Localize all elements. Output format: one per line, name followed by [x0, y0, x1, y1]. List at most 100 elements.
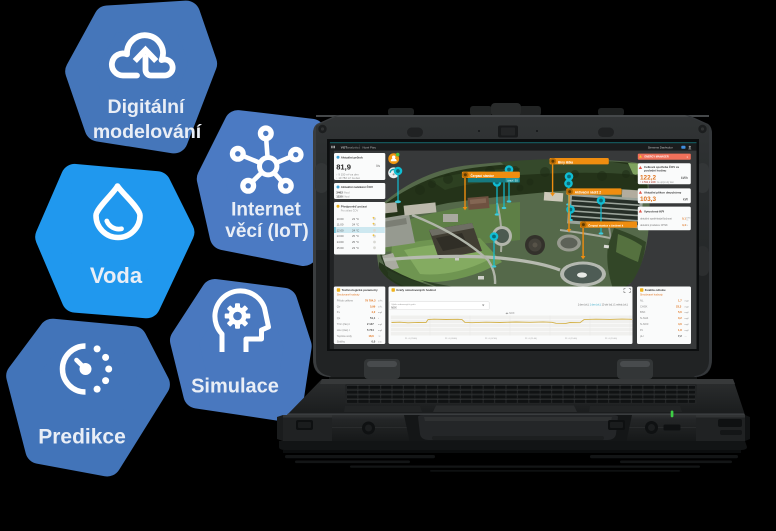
svg-text:Simulované hodnoty: Simulované hodnoty	[640, 293, 663, 296]
svg-text:pH: pH	[640, 334, 643, 338]
svg-text:5 744: 5 744	[367, 328, 374, 332]
svg-text:103,3: 103,3	[640, 196, 656, 203]
svg-text:1 den (vč.) 1 den (vč.) 10 d: 1 den (vč.) 1 den (vč.) 10 dní (vč.) 1 m…	[578, 304, 628, 307]
svg-text:mg/l: mg/l	[685, 312, 690, 314]
svg-text:23 °C: 23 °C	[352, 246, 359, 250]
svg-text:51,1: 51,1	[370, 316, 376, 320]
svg-text:mg/l: mg/l	[685, 324, 690, 326]
svg-text:NL: NL	[640, 298, 644, 302]
svg-text:1,7: 1,7	[678, 298, 682, 302]
svg-text:ENERGY MANAGER: ENERGY MANAGER	[645, 156, 669, 159]
svg-text:poslední hodinu: poslední hodinu	[644, 168, 667, 172]
svg-text:10:00: 10:00	[337, 217, 344, 221]
svg-text:13:00: 13:00	[337, 234, 344, 238]
svg-text:m³/h: m³/h	[378, 299, 383, 302]
svg-text:CHSK: CHSK	[640, 304, 648, 308]
svg-text:-◆- NOX: -◆- NOX	[505, 312, 515, 315]
svg-text:Biny látka: Biny látka	[558, 160, 573, 164]
svg-text:m³: m³	[686, 219, 689, 222]
svg-text:5,99: 5,99	[370, 304, 376, 308]
svg-text:VOTanalytics: VOTanalytics	[341, 146, 361, 150]
svg-text:81,9: 81,9	[336, 162, 351, 171]
svg-text:Hox (čas) t: Hox (čas) t	[337, 328, 350, 332]
svg-text:22. 4. (11:00): 22. 4. (11:00)	[525, 338, 537, 340]
svg-text:23 °C: 23 °C	[352, 217, 359, 221]
svg-text:23,3: 23,3	[676, 304, 682, 308]
svg-text:Simulované hodnoty: Simulované hodnoty	[337, 293, 360, 296]
svg-text:mg/l: mg/l	[378, 330, 383, 332]
svg-text:Celková spotřeba ČOV za: Celková spotřeba ČOV za	[644, 164, 679, 169]
svg-text:mg/l: mg/l	[378, 324, 383, 326]
svg-text:mg/l: mg/l	[685, 300, 690, 302]
svg-text:Čerpací stanice: Čerpací stanice	[471, 173, 495, 178]
svg-text:Přítok celkem: Přítok celkem	[337, 298, 354, 302]
svg-text:kW: kW	[683, 198, 689, 202]
svg-text:mg/l: mg/l	[378, 312, 383, 314]
svg-text:m³/s: m³/s	[378, 305, 383, 308]
svg-text:Qs: Qs	[337, 316, 341, 320]
svg-text:24 °C: 24 °C	[352, 228, 359, 232]
svg-text:1150 l/hod: 1150 l/hod	[336, 195, 350, 199]
svg-text:Kvalita odtoku: Kvalita odtoku	[645, 288, 666, 292]
svg-text:7,2: 7,2	[678, 334, 682, 338]
svg-text:Aktuální příkon dmychárny: Aktuální příkon dmychárny	[644, 190, 682, 194]
svg-text:—: —	[685, 336, 688, 338]
svg-text:21. 4. (23:00): 21. 4. (23:00)	[405, 338, 417, 340]
svg-text:22. 4. (19:00): 22. 4. (19:00)	[605, 338, 617, 340]
svg-text:N-NO3: N-NO3	[640, 322, 649, 326]
svg-text:3462 l/hod: 3462 l/hod	[336, 191, 350, 195]
svg-text:22. 4. (07:00): 22. 4. (07:00)	[485, 338, 497, 340]
svg-text:Vytvořené KPI: Vytvořené KPI	[644, 210, 664, 214]
svg-text:mm: mm	[378, 342, 382, 344]
svg-text:12:00: 12:00	[337, 228, 344, 232]
svg-text:Výběr zobrazených grafů: Výběr zobrazených grafů	[391, 303, 416, 306]
svg-text:TOc (čas) t: TOc (čas) t	[337, 322, 350, 326]
svg-text:kWh: kWh	[681, 176, 688, 180]
svg-text:0,1: 0,1	[682, 217, 686, 221]
svg-text:Nové Páry: Nové Páry	[363, 146, 377, 150]
svg-text:°C: °C	[378, 336, 381, 338]
svg-text:Čerpací stanice s česlemi k: Čerpací stanice s česlemi k	[588, 223, 623, 228]
svg-text:t: t	[378, 317, 379, 320]
svg-text:Predikce: Predikce	[38, 426, 126, 449]
svg-text:%: %	[686, 225, 688, 227]
svg-text:mg/l: mg/l	[685, 318, 690, 320]
svg-text:Pc: Pc	[640, 328, 644, 332]
svg-text:N-NH4: N-NH4	[640, 316, 649, 320]
svg-text:15:00: 15:00	[337, 246, 344, 250]
svg-text:Pro oblast ČOV: Pro oblast ČOV	[341, 209, 359, 212]
svg-text:↑ 9 150 m³ za den: ↑ 9 150 m³ za den	[336, 172, 359, 176]
svg-text:l/s: l/s	[377, 164, 381, 168]
svg-text:Technologické parametry: Technologické parametry	[342, 288, 378, 292]
svg-text:Aktuální natékání ČOV: Aktuální natékání ČOV	[341, 184, 373, 189]
svg-text:Digitální: Digitální	[108, 96, 185, 118]
svg-text:×: ×	[687, 155, 689, 159]
svg-text:BSK: BSK	[640, 310, 646, 314]
svg-text:4,2: 4,2	[372, 310, 376, 314]
svg-text:4,6: 4,6	[678, 322, 682, 326]
svg-text:mg/l: mg/l	[685, 306, 690, 308]
svg-text:0,2: 0,2	[678, 316, 682, 320]
svg-text:kWh/: kWh/	[686, 218, 691, 220]
svg-text:↓ 10 782 m³ za den: ↓ 10 782 m³ za den	[336, 176, 360, 180]
svg-text:5,6: 5,6	[678, 310, 682, 314]
svg-text:2 147: 2 147	[367, 322, 374, 326]
svg-text:mg/l: mg/l	[685, 330, 690, 332]
svg-text:4,4: 4,4	[682, 223, 686, 227]
svg-text:Simulace: Simulace	[191, 376, 279, 398]
svg-text:18,6: 18,6	[369, 334, 375, 338]
svg-text:aktuální produkce CHSK: aktuální produkce CHSK	[640, 224, 668, 227]
svg-text:Qv: Qv	[337, 304, 341, 308]
svg-text:122,2: 122,2	[640, 175, 656, 182]
svg-text:11:00: 11:00	[337, 223, 344, 227]
svg-text:79 784,3: 79 784,3	[365, 298, 376, 302]
svg-text:0,0: 0,0	[372, 340, 376, 344]
svg-text:Srážky: Srážky	[337, 340, 346, 344]
svg-text:Aktivační nádrž 2: Aktivační nádrž 2	[575, 191, 601, 195]
svg-text:24 °C: 24 °C	[352, 223, 359, 227]
svg-text:NOX: NOX	[391, 306, 397, 309]
svg-text:Internet: Internet	[231, 200, 301, 221]
svg-text:22. 4. (03:00): 22. 4. (03:00)	[445, 338, 457, 340]
svg-text:1,8: 1,8	[678, 328, 682, 332]
svg-text:Voda: Voda	[90, 263, 143, 288]
